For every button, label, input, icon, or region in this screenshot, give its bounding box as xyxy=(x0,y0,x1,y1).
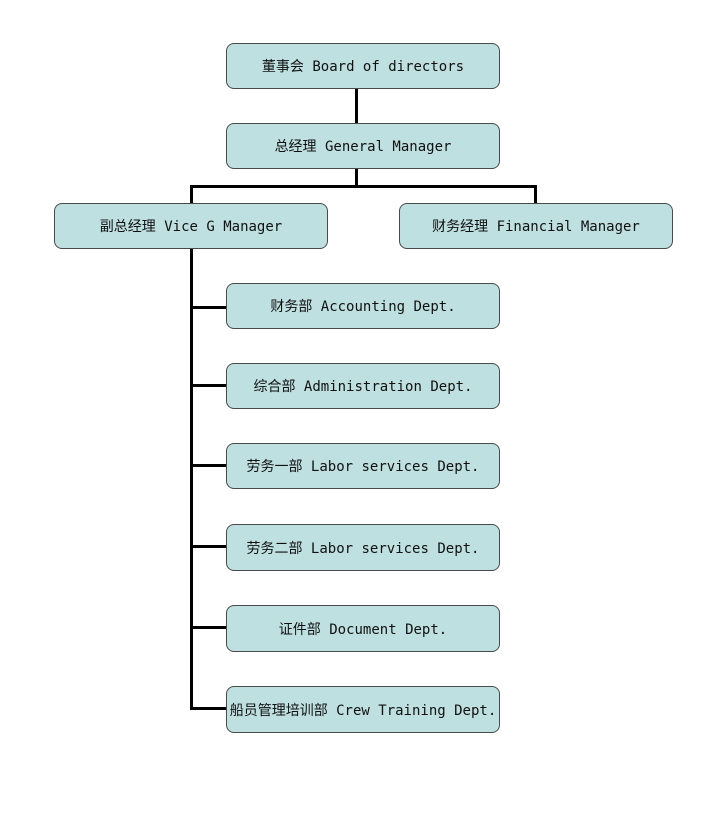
node-label: 证件部 Document Dept. xyxy=(278,621,448,638)
node-financial-manager: 财务经理 Financial Manager xyxy=(399,203,673,249)
node-label: 总经理 General Manager xyxy=(274,139,452,155)
connector-gm-down xyxy=(355,169,358,187)
node-dept-labor-services-2: 劳务二部 Labor services Dept. xyxy=(226,524,500,571)
connector-branch-horizontal xyxy=(190,185,537,188)
connector-dept-document xyxy=(190,626,226,629)
node-dept-document: 证件部 Document Dept. xyxy=(226,605,500,652)
node-label: 董事会 Board of directors xyxy=(261,59,465,75)
node-label: 副总经理 Vice G Manager xyxy=(99,219,283,235)
node-label: 劳务一部 Labor services Dept. xyxy=(246,459,480,475)
connector-to-vice-manager xyxy=(190,185,193,203)
node-general-manager: 总经理 General Manager xyxy=(226,123,500,169)
node-dept-accounting: 财务部 Accounting Dept. xyxy=(226,283,500,329)
node-label: 财务部 Accounting Dept. xyxy=(270,299,456,315)
connector-dept-labor-2 xyxy=(190,545,226,548)
node-board-of-directors: 董事会 Board of directors xyxy=(226,43,500,89)
connector-board-gm xyxy=(355,89,358,123)
node-label: 劳务二部 Labor services Dept. xyxy=(246,540,480,557)
node-vice-manager: 副总经理 Vice G Manager xyxy=(54,203,328,249)
node-label: 船员管理培训部 Crew Training Dept. xyxy=(229,702,497,719)
node-dept-labor-services-1: 劳务一部 Labor services Dept. xyxy=(226,443,500,489)
node-label: 综合部 Administration Dept. xyxy=(253,379,473,395)
connector-dept-administration xyxy=(190,384,226,387)
node-dept-administration: 综合部 Administration Dept. xyxy=(226,363,500,409)
connector-dept-accounting xyxy=(190,306,226,309)
connector-to-financial-manager xyxy=(534,185,537,203)
node-label: 财务经理 Financial Manager xyxy=(432,219,640,235)
connector-dept-crew-training xyxy=(190,707,226,710)
connector-vice-trunk xyxy=(190,249,193,710)
connector-dept-labor-1 xyxy=(190,464,226,467)
node-dept-crew-training: 船员管理培训部 Crew Training Dept. xyxy=(226,686,500,733)
